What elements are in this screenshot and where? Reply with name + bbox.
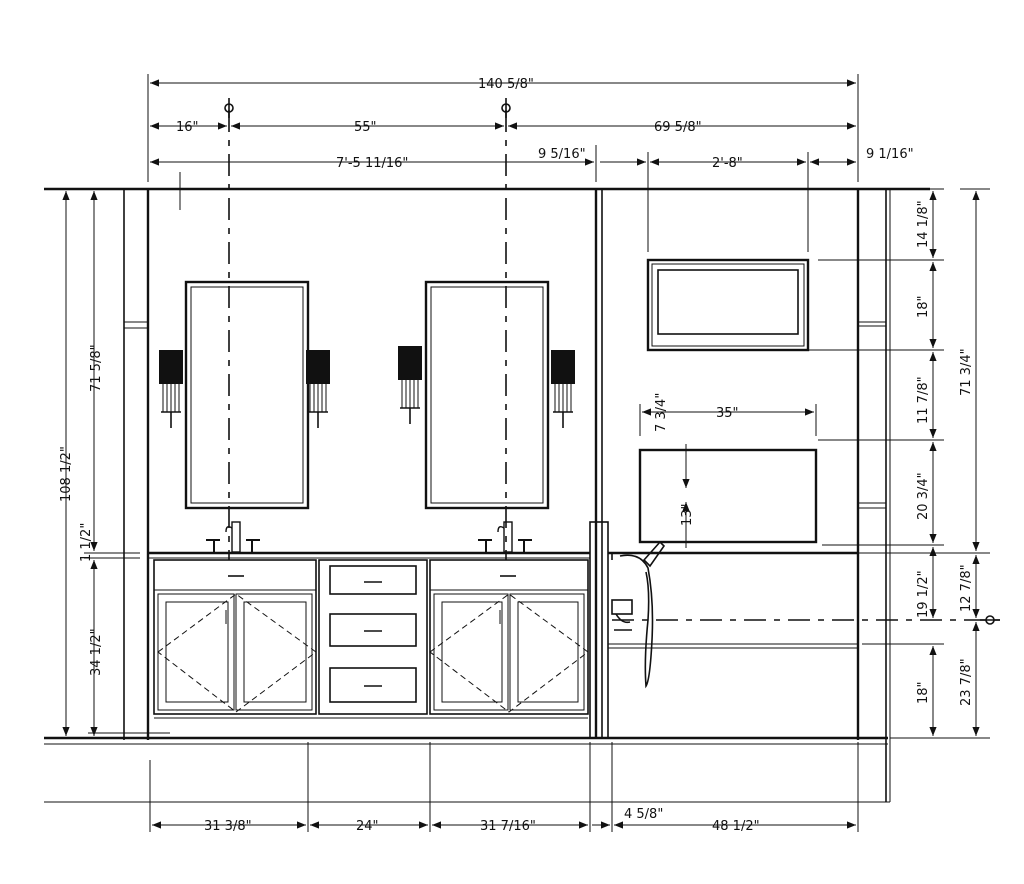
dim-valve-height: 23 7/8" [959, 658, 974, 706]
wall-sconce-icon [551, 350, 575, 428]
dim-vanity-wall: 7'-5 11/16" [336, 156, 408, 171]
dim-left-to-cl1: 16" [176, 120, 199, 135]
faucet-icon [206, 521, 260, 553]
niche-dimensions: 7 3/4" 35" 13" [639, 393, 817, 548]
dim-drawer-cab: 24" [356, 819, 379, 834]
mirror-right [424, 280, 550, 510]
handheld-shower-icon [611, 540, 666, 689]
tub [608, 551, 858, 649]
dim-niche-offset: 7 3/4" [654, 393, 669, 432]
dim-window-height: 18" [916, 295, 931, 318]
dim-overall-height: 108 1/2" [59, 446, 74, 502]
dim-vanity-height: 34 1/2" [89, 628, 104, 676]
dim-niche-height: 20 3/4" [916, 472, 931, 520]
vanity [148, 551, 590, 719]
wall-sconce-icon [398, 346, 422, 424]
dim-tub-height: 18" [916, 681, 931, 704]
wall-outline [44, 172, 930, 803]
dim-cl1-to-cl2: 55" [354, 120, 377, 135]
top-dimensions [147, 74, 859, 252]
left-dimensions [62, 191, 170, 736]
dim-valve-above-tub: 12 7/8" [959, 564, 974, 612]
wall-sconce-icon [159, 350, 183, 428]
right-dimensions [790, 188, 990, 739]
dim-right-return: 9 1/16" [866, 147, 914, 162]
centerline-symbol-icon [224, 98, 234, 118]
dim-niche-width: 35" [716, 406, 739, 421]
dim-upper-overall-right: 71 3/4" [959, 348, 974, 396]
dim-overall-width: 140 5/8" [478, 77, 534, 92]
shower-window [646, 258, 810, 352]
dim-tub-width: 48 1/2" [712, 819, 760, 834]
bottom-dimensions [149, 742, 859, 832]
mirror-left [184, 280, 310, 510]
wall-sconce-icon [306, 350, 330, 428]
centerline-symbol-icon [980, 615, 1000, 625]
shower-niche [638, 448, 818, 544]
dim-partition-top: 9 5/16" [538, 147, 586, 162]
dim-window-width: 2'-8" [712, 156, 743, 171]
centerline-symbol-icon [501, 98, 511, 118]
dim-cl2-to-right: 69 5/8" [654, 120, 702, 135]
dim-sink-cab-right: 31 7/16" [480, 819, 536, 834]
dim-niche-height: 13" [680, 503, 695, 526]
dim-to-tub: 19 1/2" [916, 570, 931, 618]
dim-partition-bottom: 4 5/8" [624, 807, 663, 822]
dim-counter: 1 1/2" [79, 523, 94, 562]
dim-window-to-niche: 11 7/8" [916, 376, 931, 424]
dim-upper-height: 71 5/8" [89, 344, 104, 392]
faucet-icon [478, 521, 532, 553]
dim-sink-cab-left: 31 3/8" [204, 819, 252, 834]
dim-window-head: 14 1/8" [916, 200, 931, 248]
centerlines [224, 98, 1000, 625]
